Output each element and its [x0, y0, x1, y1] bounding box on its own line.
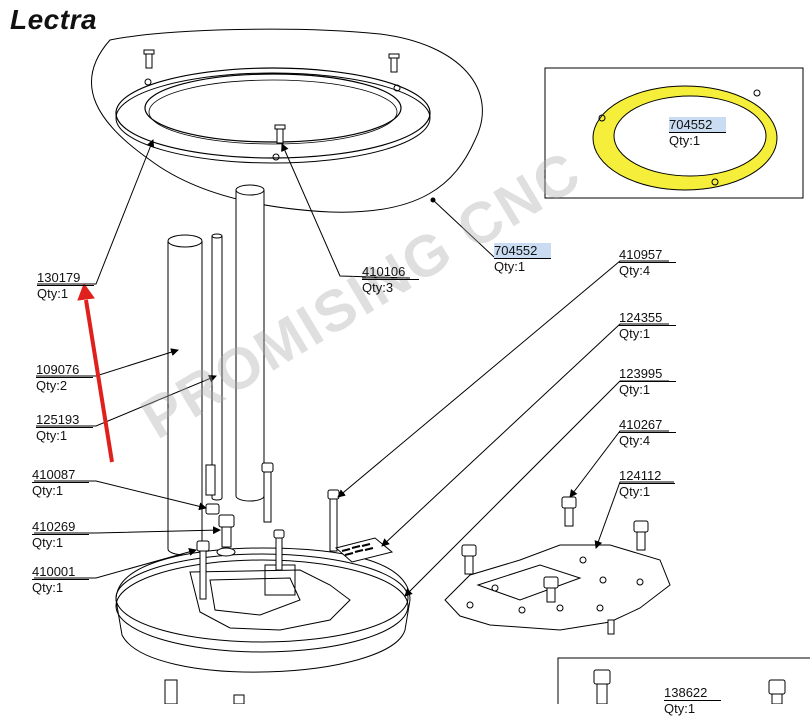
ring-screw: [143, 49, 400, 144]
part-number: 410957: [619, 247, 677, 263]
part-qty: Qty:1: [36, 428, 68, 443]
ring-assembly-outline: [91, 28, 483, 213]
part-qty: Qty:1: [32, 535, 64, 550]
callout-410267: 410267 Qty:4: [619, 417, 677, 448]
leader-lines: [34, 139, 674, 597]
part-number: 138622: [664, 685, 722, 701]
callout-410001: 410001 Qty:1: [32, 564, 90, 595]
callout-410087: 410087 Qty:1: [32, 467, 90, 498]
callout-130179: 130179 Qty:1: [37, 270, 95, 301]
part-number: 704552: [494, 243, 552, 259]
callout-125193: 125193 Qty:1: [36, 412, 94, 443]
callout-124112: 124112 Qty:1: [619, 468, 676, 499]
part-qty: Qty:1: [37, 286, 69, 301]
part-qty: Qty:4: [619, 433, 651, 448]
part-qty: Qty:1: [619, 326, 651, 341]
part-number: 123995: [619, 366, 677, 382]
part-number: 124112: [619, 468, 676, 484]
red-arrow: [77, 282, 114, 463]
ring-detail-box: [544, 67, 804, 199]
part-number: 125193: [36, 412, 94, 428]
part-qty: Qty:1: [619, 382, 651, 397]
callout-109076: 109076 Qty:2: [36, 362, 94, 393]
callout-138622: 138622 Qty:1: [664, 685, 722, 716]
callout-410269: 410269 Qty:1: [32, 519, 90, 550]
detail-screw: [593, 669, 786, 704]
part-qty: Qty:1: [664, 701, 696, 716]
part-number: 410001: [32, 564, 90, 580]
part-qty: Qty:1: [669, 133, 701, 148]
part-number: 410269: [32, 519, 90, 535]
part-qty: Qty:3: [362, 280, 394, 295]
part-number: 109076: [36, 362, 94, 378]
part-number: 410267: [619, 417, 677, 433]
part-number: 704552: [669, 117, 727, 133]
yellow-ring-704552: [592, 85, 778, 191]
callout-704552-box: 704552 Qty:1: [669, 117, 727, 148]
part-number: 130179: [37, 270, 95, 286]
part-qty: Qty:4: [619, 263, 651, 278]
callout-704552: 704552 Qty:1: [494, 243, 552, 274]
membrane-123995: [334, 537, 394, 563]
part-qty: Qty:1: [32, 483, 64, 498]
part-number: 410087: [32, 467, 90, 483]
brand-title: Lectra: [10, 4, 98, 35]
rod-125193: [211, 233, 223, 501]
part-qty: Qty:2: [36, 378, 68, 393]
part-qty: Qty:1: [32, 580, 64, 595]
part-number: 124355: [619, 310, 677, 326]
callout-410106: 410106 Qty:3: [362, 264, 420, 295]
plate-screw-410267: [461, 496, 649, 603]
part-number: 410106: [362, 264, 420, 280]
base-screw: [196, 462, 340, 600]
part-qty: Qty:1: [494, 259, 526, 274]
part-qty: Qty:1: [619, 484, 651, 499]
base-124355: [115, 547, 411, 704]
callout-124355: 124355 Qty:1: [619, 310, 677, 341]
callout-123995: 123995 Qty:1: [619, 366, 677, 397]
plate-124112: [444, 544, 671, 635]
screw-detail-box: [557, 657, 810, 704]
callout-410957: 410957 Qty:4: [619, 247, 677, 278]
flat-ring-130179: [115, 67, 431, 164]
